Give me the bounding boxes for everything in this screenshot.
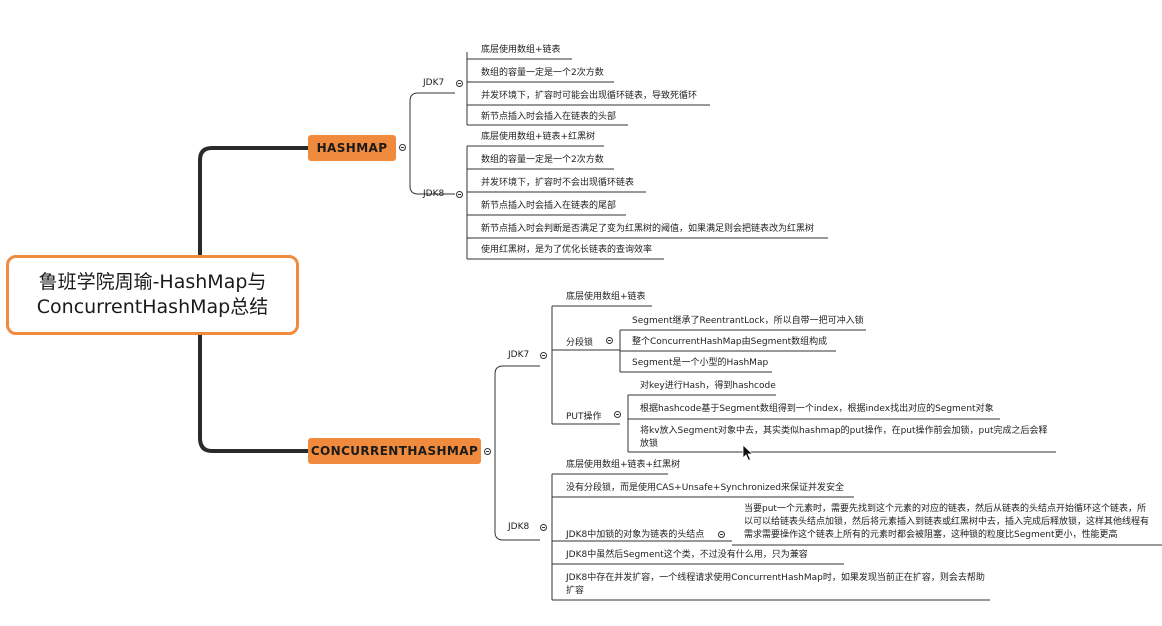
hashmap-topic-label: HASHMAP [316,141,388,155]
segment-lock-collapse-icon[interactable] [606,337,613,344]
hashmap-jdk8-label[interactable]: JDK8 [423,189,445,199]
concurrent-jdk8-item[interactable]: JDK8中虽然后Segment这个类，不过没有什么用，只为兼容 [566,550,808,560]
root-title-line1: 鲁班学院周瑜-HashMap与 [38,271,267,293]
put-operation-item[interactable]: 对key进行Hash，得到hashcode [640,381,776,391]
hashmap-topic[interactable]: HASHMAP [308,135,396,161]
hashmap-jdk7-item[interactable]: 底层使用数组+链表 [481,45,561,55]
concurrenthashmap-collapse-icon[interactable] [484,448,491,455]
concurrenthashmap-topic[interactable]: CONCURRENTHASHMAP [308,438,481,464]
segment-lock-item[interactable]: Segment继承了ReentrantLock，所以自带一把可冲入锁 [632,316,864,326]
concurrent-jdk8-item[interactable]: 底层使用数组+链表+红黑树 [566,460,681,470]
concurrent-jdk8-item[interactable]: 没有分段锁，而是使用CAS+Unsafe+Synchronized来保证并发安全 [566,483,845,493]
hashmap-jdk8-item[interactable]: 数组的容量一定是一个2次方数 [481,155,604,165]
put-operation-label[interactable]: PUT操作 [566,412,602,422]
hashmap-jdk8-item[interactable]: 使用红黑树，是为了优化长链表的查询效率 [481,245,653,255]
concurrenthashmap-topic-label: CONCURRENTHASHMAP [310,444,479,458]
segment-lock-label[interactable]: 分段锁 [566,338,594,348]
hashmap-jdk8-item[interactable]: 底层使用数组+链表+红黑树 [481,132,596,142]
hashmap-collapse-icon[interactable] [399,144,406,151]
hashmap-jdk7-item[interactable]: 并发环境下，扩容时可能会出现循环链表，导致死循环 [481,91,698,101]
concurrent-jdk8-label[interactable]: JDK8 [508,522,530,532]
concurrent-jdk8-collapse-icon[interactable] [540,524,547,531]
concurrent-jdk8-item[interactable]: JDK8中存在并发扩容，一个线程请求使用ConcurrentHashMap时，如… [566,573,985,596]
put-operation-collapse-icon[interactable] [614,411,621,418]
hashmap-jdk8-item[interactable]: 并发环境下，扩容时不会出现循环链表 [481,178,635,188]
lock-head-collapse-icon[interactable] [718,531,725,538]
hashmap-jdk7-label[interactable]: JDK7 [423,78,445,88]
concurrent-jdk7-label[interactable]: JDK7 [508,350,530,360]
root-title-line2: ConcurrentHashMap总结 [36,296,269,318]
hashmap-jdk7-item[interactable]: 数组的容量一定是一个2次方数 [481,68,604,78]
hashmap-jdk7-item[interactable]: 新节点插入时会插入在链表的头部 [481,112,617,122]
segment-lock-item[interactable]: 整个ConcurrentHashMap由Segment数组构成 [632,337,828,347]
concurrent-jdk7-item[interactable]: 底层使用数组+链表 [566,292,646,302]
root-topic[interactable]: 鲁班学院周瑜-HashMap与 ConcurrentHashMap总结 [6,255,299,335]
segment-lock-item[interactable]: Segment是一个小型的HashMap [632,358,769,368]
hashmap-jdk8-item[interactable]: 新节点插入时会判断是否满足了变为红黑树的阈值，如果满足则会把链表改为红黑树 [481,224,815,234]
lock-head-label[interactable]: JDK8中加锁的对象为链表的头结点 [566,530,705,540]
hashmap-jdk7-collapse-icon[interactable] [456,80,463,87]
put-operation-item[interactable]: 将kv放入Segment对象中去，其实类似hashmap的put操作，在put操… [640,426,1048,449]
concurrent-jdk7-collapse-icon[interactable] [540,352,547,359]
hashmap-jdk8-collapse-icon[interactable] [456,191,463,198]
put-operation-item[interactable]: 根据hashcode基于Segment数组得到一个index，根据index找出… [640,404,994,414]
mouse-cursor-icon [742,444,754,462]
lock-head-detail[interactable]: 当要put一个元素时，需要先找到这个元素的对应的链表，然后从链表的头结点开始循环… [744,504,1150,540]
hashmap-jdk8-item[interactable]: 新节点插入时会插入在链表的尾部 [481,201,617,211]
